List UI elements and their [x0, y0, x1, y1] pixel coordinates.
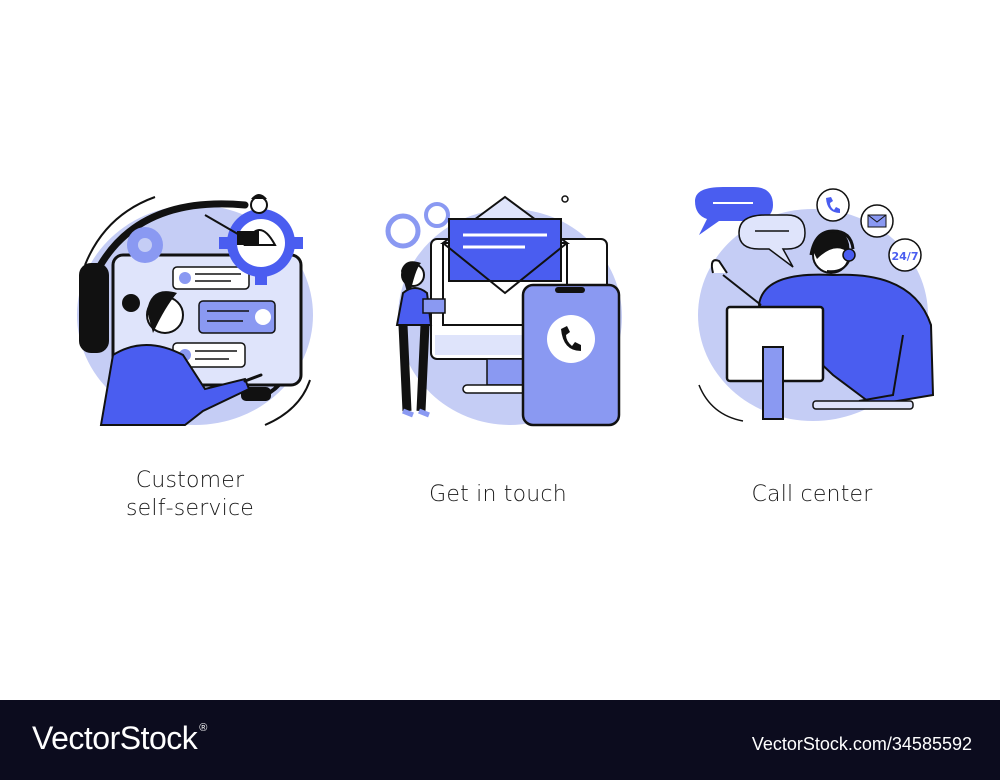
caption-line: Get in touch [429, 482, 567, 507]
caption-line: Call center [751, 482, 873, 507]
headset-tablet-gear-illustration [77, 194, 313, 426]
watermark-footer: VectorStock® VectorStock.com/34585592 [0, 700, 1000, 780]
illustration-canvas: Customer self-service [40, 175, 962, 523]
caption-get-in-touch: Get in touch [348, 481, 648, 509]
card-customer-self-service [65, 175, 325, 435]
card-call-center: 24/7 [683, 175, 943, 435]
envelope-phone-illustration [385, 195, 622, 427]
card-get-in-touch [375, 175, 635, 435]
brand-name: VectorStock [32, 720, 198, 756]
operator-headset-monitor-illustration: 24/7 [695, 187, 935, 422]
caption-customer-self-service: Customer self-service [40, 467, 340, 523]
caption-line: Customer [135, 468, 245, 493]
stock-image-id: VectorStock.com/34585592 [751, 734, 972, 754]
svg-text:24/7: 24/7 [892, 250, 919, 263]
registered-mark: ® [199, 722, 207, 735]
caption-line: self-service [126, 496, 254, 521]
vectorstock-logo[interactable]: VectorStock® [32, 720, 207, 757]
caption-call-center: Call center [662, 481, 962, 509]
